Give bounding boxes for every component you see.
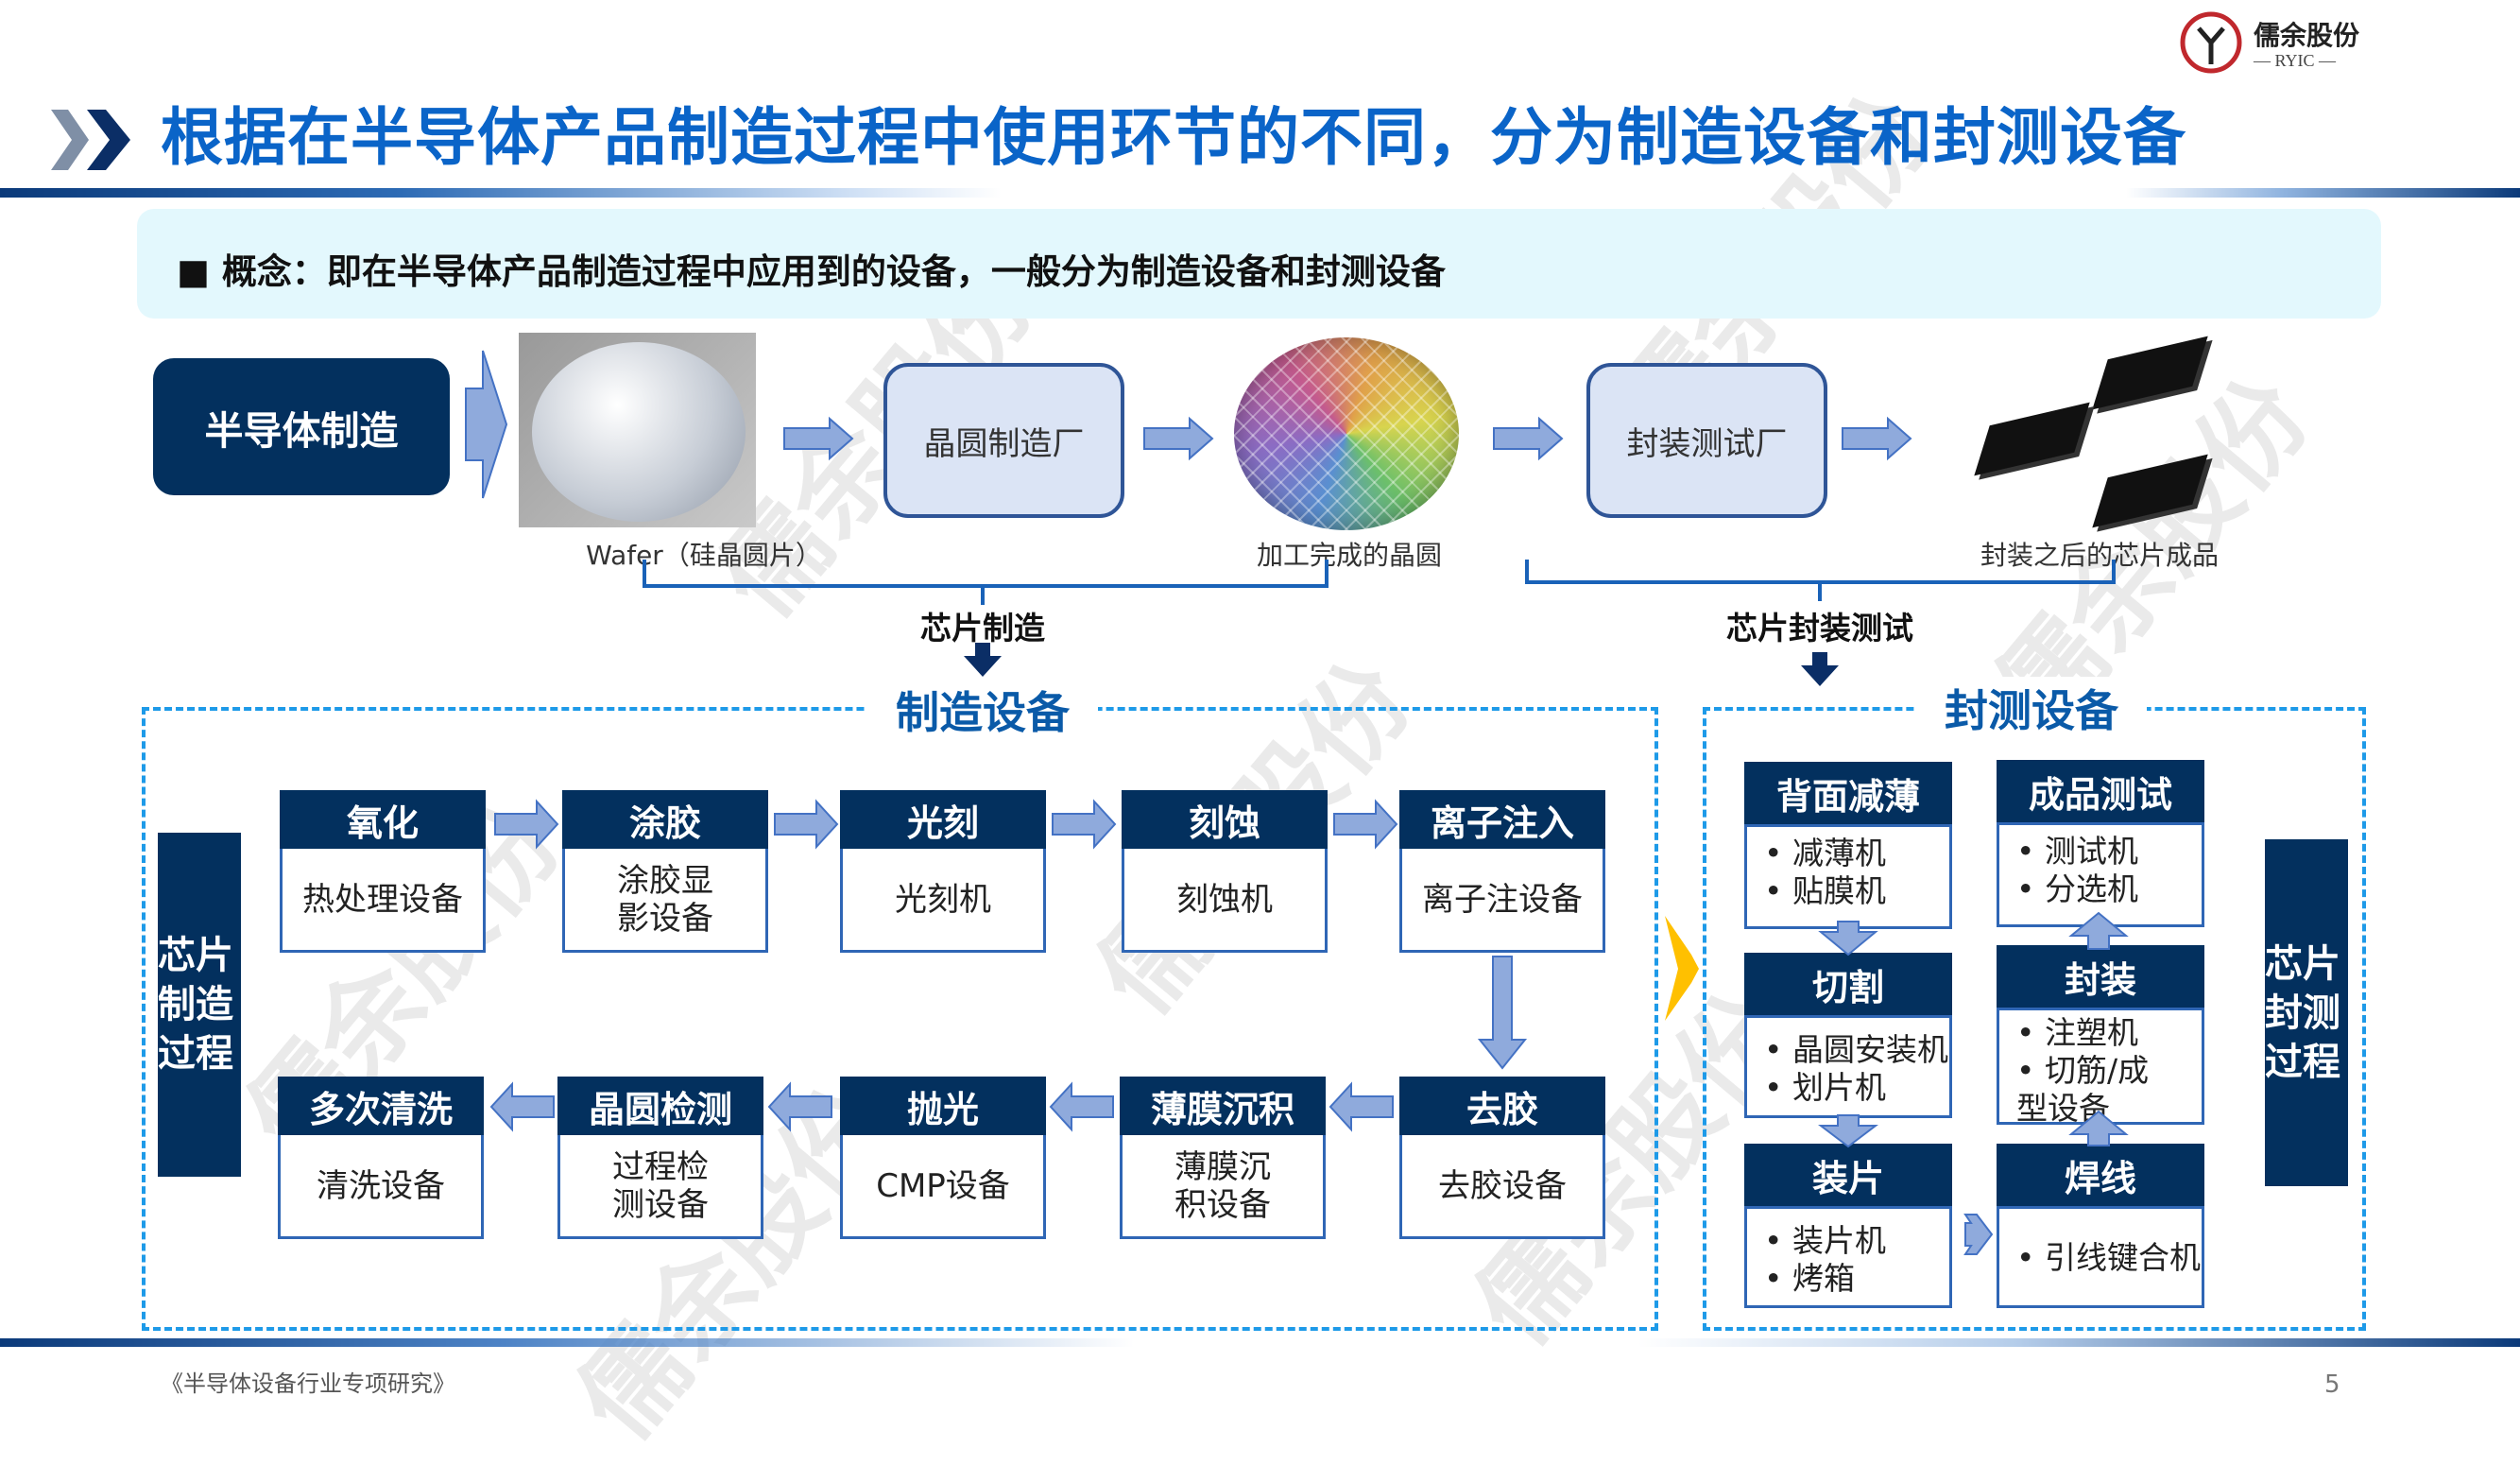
- step-title: 薄膜沉积: [1120, 1077, 1326, 1135]
- step-title: 切割: [1744, 953, 1952, 1015]
- step-title: 去胶: [1399, 1077, 1605, 1135]
- equipment-item: 划片机: [1764, 1069, 1949, 1107]
- wafer-caption: Wafer（硅晶圆片）: [586, 540, 822, 571]
- yellow-chevron-icon: [1665, 916, 1699, 1021]
- start-box: 半导体制造: [153, 358, 450, 495]
- chip-packaging-label: 芯片封装测试: [1726, 610, 1913, 646]
- step-backgrind: 背面减薄减薄机贴膜机: [1744, 762, 1952, 929]
- double-chevron-icon: [51, 110, 130, 170]
- manufacturing-heading: 制造设备: [867, 679, 1098, 741]
- footer-divider: [0, 1338, 2520, 1347]
- equipment-item: 装片机: [1764, 1222, 1949, 1260]
- equipment-item: 分选机: [2016, 870, 2202, 908]
- big-arrow-icon: [465, 350, 508, 499]
- step-deposition: 薄膜沉积薄膜沉积设备: [1120, 1077, 1326, 1239]
- concept-text: ■ 概念：即在半导体产品制造过程中应用到的设备，一般分为制造设备和封测设备: [177, 251, 1446, 292]
- logo-sub: — RYIC —: [2254, 51, 2337, 70]
- step-title: 离子注入: [1399, 790, 1605, 849]
- equipment-item: 测试机: [2016, 833, 2202, 870]
- bracket-lines: [643, 560, 2116, 686]
- equipment-item: 贴膜机: [1764, 872, 1949, 910]
- step-title: 背面减薄: [1744, 762, 1952, 824]
- logo-name: 儒余股份: [2254, 20, 2360, 51]
- header-divider: [2126, 188, 2520, 198]
- processed-wafer-image: [1234, 337, 1459, 530]
- step-equipment: 光刻机: [840, 849, 1046, 953]
- step-coating: 涂胶涂胶显影设备: [562, 790, 768, 953]
- concept-box: ■ 概念：即在半导体产品制造过程中应用到的设备，一般分为制造设备和封测设备: [137, 209, 2381, 319]
- processed-wafer-caption: 加工完成的晶圆: [1256, 540, 1443, 571]
- footer-source: 《半导体设备行业专项研究》: [161, 1370, 455, 1397]
- equipment-item: 晶圆安装机: [1764, 1031, 1949, 1069]
- step-equipment: 离子注设备: [1399, 849, 1605, 953]
- packaging-arrows: [1818, 911, 2129, 1255]
- step-title: 晶圆检测: [557, 1077, 763, 1135]
- process-arrows: [489, 799, 1699, 1132]
- step-equipment: 热处理设备: [280, 849, 486, 953]
- packaging-test-fab-box: 封装测试厂: [1586, 363, 1827, 518]
- step-title: 封装: [1997, 945, 2204, 1008]
- step-equipment: 薄膜沉积设备: [1120, 1135, 1326, 1239]
- equipment-item: 减薄机: [1764, 835, 1949, 872]
- step-title: 光刻: [840, 790, 1046, 849]
- step-final-test: 成品测试测试机分选机: [1997, 760, 2204, 927]
- step-title: 刻蚀: [1122, 790, 1328, 849]
- step-title: 氧化: [280, 790, 486, 849]
- wafer-fab-box: 晶圆制造厂: [883, 363, 1124, 518]
- arrow-right-icon: [1143, 416, 1214, 461]
- packaging-side-label: 芯片封测过程: [2265, 839, 2348, 1186]
- equipment-item: 引线键合机: [2016, 1239, 2202, 1277]
- chip-manufacturing-label: 芯片制造: [920, 610, 1045, 646]
- step-strip: 去胶去胶设备: [1399, 1077, 1605, 1239]
- logo-mark-icon: [2180, 11, 2242, 74]
- step-dicing: 切割晶圆安装机划片机: [1744, 953, 1952, 1118]
- step-oxidation: 氧化热处理设备: [280, 790, 486, 953]
- manufacturing-side-label: 芯片制造过程: [158, 833, 241, 1177]
- step-equipment: 去胶设备: [1399, 1135, 1605, 1239]
- step-title: 抛光: [840, 1077, 1046, 1135]
- step-die-attach: 装片装片机烤箱: [1744, 1144, 1952, 1308]
- arrow-right-icon: [1842, 416, 1912, 461]
- page-number: 5: [2324, 1370, 2340, 1399]
- step-inspection: 晶圆检测过程检测设备: [557, 1077, 763, 1239]
- step-equipment: 清洗设备: [278, 1135, 484, 1239]
- step-equipment: 刻蚀机: [1122, 849, 1328, 953]
- step-wire-bond: 焊线引线键合机: [1997, 1144, 2204, 1308]
- company-logo: 儒余股份 — RYIC —: [2180, 9, 2369, 76]
- step-title: 成品测试: [1997, 760, 2204, 822]
- step-title: 涂胶: [562, 790, 768, 849]
- equipment-item: 注塑机: [2016, 1014, 2164, 1052]
- packaging-heading: 封测设备: [1916, 677, 2147, 739]
- step-equipment: CMP设备: [840, 1135, 1046, 1239]
- arrow-right-icon: [1493, 416, 1564, 461]
- header-divider: [0, 188, 1002, 198]
- arrow-right-icon: [783, 416, 854, 461]
- step-cleaning: 多次清洗清洗设备: [278, 1077, 484, 1239]
- wafer-image: [519, 333, 756, 527]
- step-title: 多次清洗: [278, 1077, 484, 1135]
- page-title: 根据在半导体产品制造过程中使用环节的不同，分为制造设备和封测设备: [161, 101, 2186, 174]
- step-etching: 刻蚀刻蚀机: [1122, 790, 1328, 953]
- step-equipment: 过程检测设备: [557, 1135, 763, 1239]
- step-title: 焊线: [1997, 1144, 2204, 1206]
- step-title: 装片: [1744, 1144, 1952, 1206]
- equipment-item: 烤箱: [1764, 1260, 1949, 1298]
- step-ion-implant: 离子注入离子注设备: [1399, 790, 1605, 953]
- step-lithography: 光刻光刻机: [840, 790, 1046, 953]
- equipment-item: 切筋/成型设备: [2016, 1052, 2164, 1128]
- step-equipment: 涂胶显影设备: [562, 849, 768, 953]
- chips-caption: 封装之后的芯片成品: [1980, 540, 2220, 571]
